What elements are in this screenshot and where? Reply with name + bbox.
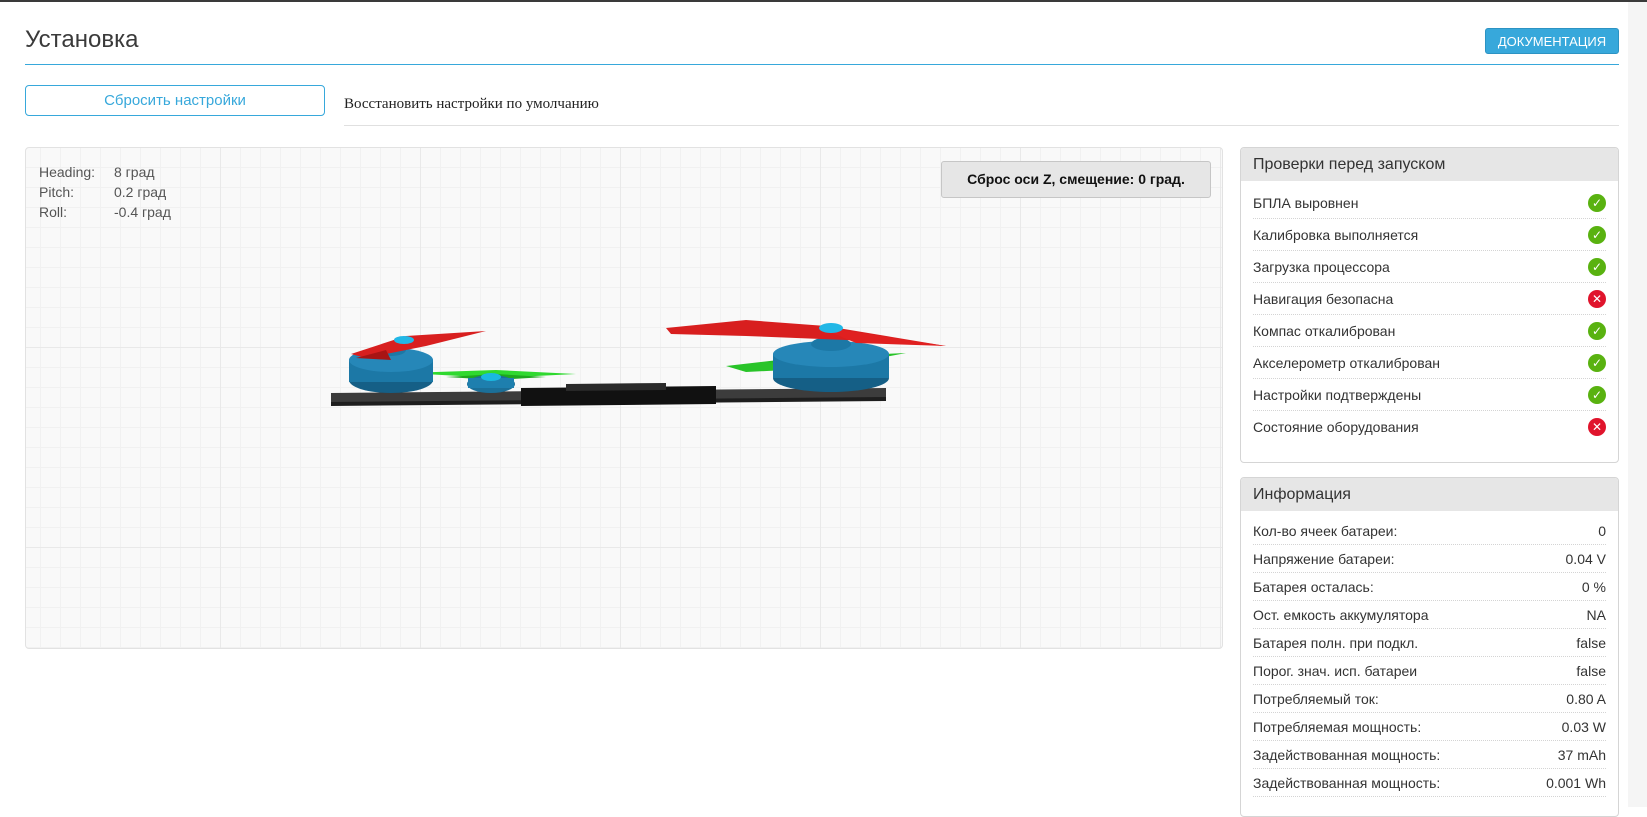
check-circle-icon: ✓ [1588,193,1606,212]
preflight-checks-panel: Проверки перед запуском БПЛА выровнен✓Ка… [1240,147,1619,463]
check-circle-icon: ✓ [1588,353,1606,372]
info-row: Напряжение батареи: 0.04 V [1253,545,1606,573]
z-axis-reset-button[interactable]: Сброс оси Z, смещение: 0 град. [941,161,1211,198]
reset-description: Восстановить настройки по умолчанию [344,96,599,112]
info-row: Порог. знач. исп. батареи false [1253,657,1606,685]
info-label: Ост. емкость аккумулятора [1253,606,1429,623]
info-value: false [1576,634,1606,651]
info-label: Потребляемая мощность: [1253,718,1422,735]
info-value: false [1576,662,1606,679]
check-item: Калибровка выполняется ✓ [1253,219,1606,251]
pitch-row: Pitch: 0.2 град [39,182,171,202]
check-item: Компас откалиброван ✓ [1253,315,1606,347]
check-label: БПЛА выровнен [1253,194,1359,211]
pitch-label: Pitch: [39,184,75,200]
x-circle-icon: ✕ [1588,417,1606,436]
info-value: 0.03 W [1561,718,1606,735]
model-viewport[interactable]: Heading: 8 град Pitch: 0.2 град Roll: -0… [25,147,1223,649]
info-label: Потребляемый ток: [1253,690,1379,707]
check-item: Навигация безопасна ✕ [1253,283,1606,315]
info-row: Ост. емкость аккумулятора NA [1253,601,1606,629]
info-row: Задействованная мощность: 0.001 Wh [1253,769,1606,797]
info-label: Порог. знач. исп. батареи [1253,662,1418,679]
roll-label: Roll: [39,204,68,220]
attitude-readout: Heading: 8 град Pitch: 0.2 град Roll: -0… [39,162,171,222]
check-item: Настройки подтверждены ✓ [1253,379,1606,411]
drone-model [331,320,946,406]
info-row: Задействованная мощность: 37 mAh [1253,741,1606,769]
info-value: 0 [1598,522,1606,539]
check-label: Навигация безопасна [1253,290,1394,307]
info-label: Напряжение батареи: [1253,550,1395,567]
info-value: 0.80 A [1566,690,1606,707]
check-label: Состояние оборудования [1253,418,1419,435]
info-value: 0.001 Wh [1546,774,1606,791]
scrollbar-track[interactable] [1628,2,1647,807]
check-circle-icon: ✓ [1588,225,1606,244]
preflight-checks-title: Проверки перед запуском [1241,148,1618,181]
check-item: Акселерометр откалиброван ✓ [1253,347,1606,379]
x-circle-icon: ✕ [1588,289,1606,308]
check-circle-icon: ✓ [1588,385,1606,404]
info-label: Батарея осталась: [1253,578,1374,595]
info-row: Батарея осталась: 0 % [1253,573,1606,601]
check-item: Состояние оборудования ✕ [1253,411,1606,442]
check-label: Акселерометр откалиброван [1253,354,1440,371]
reset-settings-button[interactable]: Сбросить настройки [25,85,325,116]
info-row: Потребляемая мощность: 0.03 W [1253,713,1606,741]
info-row: Кол-во ячеек батареи: 0 [1253,517,1606,545]
top-border [0,0,1647,2]
preflight-checks-list: БПЛА выровнен✓Калибровка выполняется✓Заг… [1241,181,1618,442]
heading-row: Heading: 8 град [39,162,171,182]
info-label: Батарея полн. при подкл. [1253,634,1419,651]
check-label: Компас откалиброван [1253,322,1396,339]
check-label: Калибровка выполняется [1253,226,1419,243]
info-value: 37 mAh [1557,746,1606,763]
info-label: Задействованная мощность: [1253,774,1441,791]
info-row: Батарея полн. при подкл. false [1253,629,1606,657]
info-value: 0 % [1581,578,1606,595]
heading-value: 8 град [114,164,155,180]
check-circle-icon: ✓ [1588,257,1606,276]
roll-row: Roll: -0.4 град [39,202,171,222]
documentation-button[interactable]: ДОКУМЕНТАЦИЯ [1485,28,1619,54]
info-row: Потребляемый ток: 0.80 A [1253,685,1606,713]
pitch-value: 0.2 град [114,184,167,200]
info-label: Задействованная мощность: [1253,746,1441,763]
reset-divider [344,125,1619,126]
info-value: 0.04 V [1565,550,1606,567]
check-item: БПЛА выровнен ✓ [1253,187,1606,219]
info-label: Кол-во ячеек батареи: [1253,522,1398,539]
check-label: Загрузка процессора [1253,258,1390,275]
page-title: Установка [25,26,139,53]
info-value: NA [1586,606,1606,623]
check-circle-icon: ✓ [1588,321,1606,340]
info-title: Информация [1241,478,1618,511]
check-label: Настройки подтверждены [1253,386,1422,403]
check-item: Загрузка процессора ✓ [1253,251,1606,283]
header-divider [25,64,1619,65]
roll-value: -0.4 град [114,204,171,220]
heading-label: Heading: [39,164,96,180]
